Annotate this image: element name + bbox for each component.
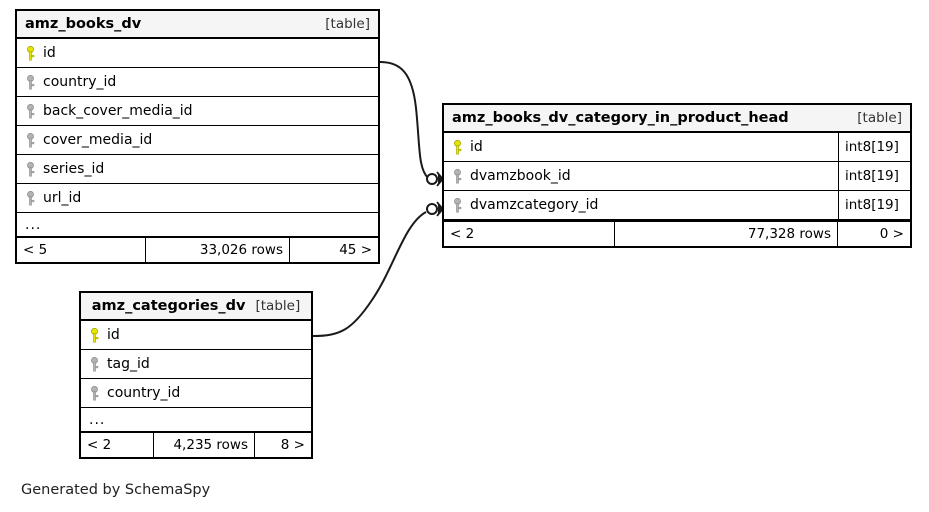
column-name: url_id bbox=[43, 190, 82, 206]
prev-page-button[interactable]: < 2 bbox=[450, 226, 475, 242]
table-row[interactable]: country_id bbox=[81, 379, 311, 408]
column-name: dvamzcategory_id bbox=[470, 197, 599, 213]
foreign-key-icon bbox=[27, 132, 35, 147]
next-page-button[interactable]: 45 > bbox=[339, 242, 372, 258]
foreign-key-icon bbox=[27, 74, 35, 89]
foreign-key-icon bbox=[27, 190, 35, 205]
table-name: amz_books_dv bbox=[25, 16, 142, 32]
column-cell: cover_media_id bbox=[17, 126, 378, 154]
primary-key-icon bbox=[454, 139, 462, 154]
more-columns-indicator: ... bbox=[81, 408, 311, 433]
table-header: amz_books_dv [table] bbox=[17, 11, 378, 39]
row-count: 77,328 rows bbox=[614, 222, 838, 246]
table-footer: < 2 77,328 rows 0 > bbox=[444, 222, 910, 246]
table-row[interactable]: id int8[19] bbox=[444, 133, 910, 162]
foreign-key-icon bbox=[91, 356, 99, 371]
column-name: country_id bbox=[43, 74, 117, 90]
column-cell: url_id bbox=[17, 184, 378, 212]
column-name: dvamzbook_id bbox=[470, 168, 571, 184]
column-name: id bbox=[470, 139, 483, 155]
column-cell: series_id bbox=[17, 155, 378, 183]
table-row[interactable]: id bbox=[81, 321, 311, 350]
table-name: amz_books_dv_category_in_product_head bbox=[452, 110, 789, 126]
table-amz-books-dv[interactable]: amz_books_dv [table] id country_i bbox=[15, 9, 380, 264]
column-name: id bbox=[43, 45, 56, 61]
foreign-key-icon bbox=[27, 103, 35, 118]
column-type: int8[19] bbox=[838, 133, 910, 161]
table-row[interactable]: id bbox=[17, 39, 378, 68]
table-type-tag: [table] bbox=[325, 16, 370, 32]
table-row[interactable]: url_id bbox=[17, 184, 378, 213]
column-cell: dvamzcategory_id bbox=[444, 191, 838, 219]
foreign-key-icon bbox=[27, 161, 35, 176]
row-count: 33,026 rows bbox=[145, 238, 290, 262]
prev-page-button[interactable]: < 5 bbox=[23, 242, 48, 258]
column-name: id bbox=[107, 327, 120, 343]
table-row[interactable]: series_id bbox=[17, 155, 378, 184]
column-cell: country_id bbox=[17, 68, 378, 96]
column-cell: id bbox=[17, 39, 378, 67]
column-cell: id bbox=[444, 133, 838, 161]
table-name: amz_categories_dv bbox=[91, 298, 246, 314]
table-row[interactable]: back_cover_media_id bbox=[17, 97, 378, 126]
column-cell: dvamzbook_id bbox=[444, 162, 838, 190]
foreign-key-icon bbox=[454, 197, 462, 212]
primary-key-icon bbox=[27, 45, 35, 60]
more-columns-indicator: ... bbox=[17, 213, 378, 238]
table-type-tag: [table] bbox=[857, 110, 902, 126]
table-row[interactable]: tag_id bbox=[81, 350, 311, 379]
table-type-tag: [table] bbox=[255, 298, 301, 314]
column-name: country_id bbox=[107, 385, 181, 401]
table-row[interactable]: cover_media_id bbox=[17, 126, 378, 155]
prev-page-button[interactable]: < 2 bbox=[87, 437, 112, 453]
column-cell: country_id bbox=[81, 379, 311, 407]
column-cell: back_cover_media_id bbox=[17, 97, 378, 125]
table-header: amz_books_dv_category_in_product_head [t… bbox=[444, 105, 910, 133]
column-name: series_id bbox=[43, 161, 105, 177]
next-page-button[interactable]: 0 > bbox=[879, 226, 904, 242]
column-name: tag_id bbox=[107, 356, 150, 372]
column-cell: tag_id bbox=[81, 350, 311, 378]
column-name: back_cover_media_id bbox=[43, 103, 193, 119]
table-row[interactable]: dvamzbook_id int8[19] bbox=[444, 162, 910, 191]
foreign-key-icon bbox=[91, 385, 99, 400]
table-amz-categories-dv[interactable]: amz_categories_dv [table] id tag_ bbox=[79, 291, 313, 459]
table-row[interactable]: dvamzcategory_id int8[19] bbox=[444, 191, 910, 220]
column-name: cover_media_id bbox=[43, 132, 153, 148]
row-count: 4,235 rows bbox=[153, 433, 255, 457]
column-type: int8[19] bbox=[838, 191, 910, 219]
table-footer: < 5 33,026 rows 45 > bbox=[17, 238, 378, 262]
primary-key-icon bbox=[91, 327, 99, 342]
table-footer: < 2 4,235 rows 8 > bbox=[81, 433, 311, 457]
table-header: amz_categories_dv [table] bbox=[81, 293, 311, 321]
relationship-line-books-to-bridge bbox=[379, 61, 444, 187]
table-amz-books-dv-category-in-product-head[interactable]: amz_books_dv_category_in_product_head [t… bbox=[442, 103, 912, 248]
generated-by-note: Generated by SchemaSpy bbox=[21, 482, 211, 498]
footer-divider bbox=[444, 220, 910, 222]
foreign-key-icon bbox=[454, 168, 462, 183]
column-type: int8[19] bbox=[838, 162, 910, 190]
column-cell: id bbox=[81, 321, 311, 349]
next-page-button[interactable]: 8 > bbox=[280, 437, 305, 453]
table-row[interactable]: country_id bbox=[17, 68, 378, 97]
